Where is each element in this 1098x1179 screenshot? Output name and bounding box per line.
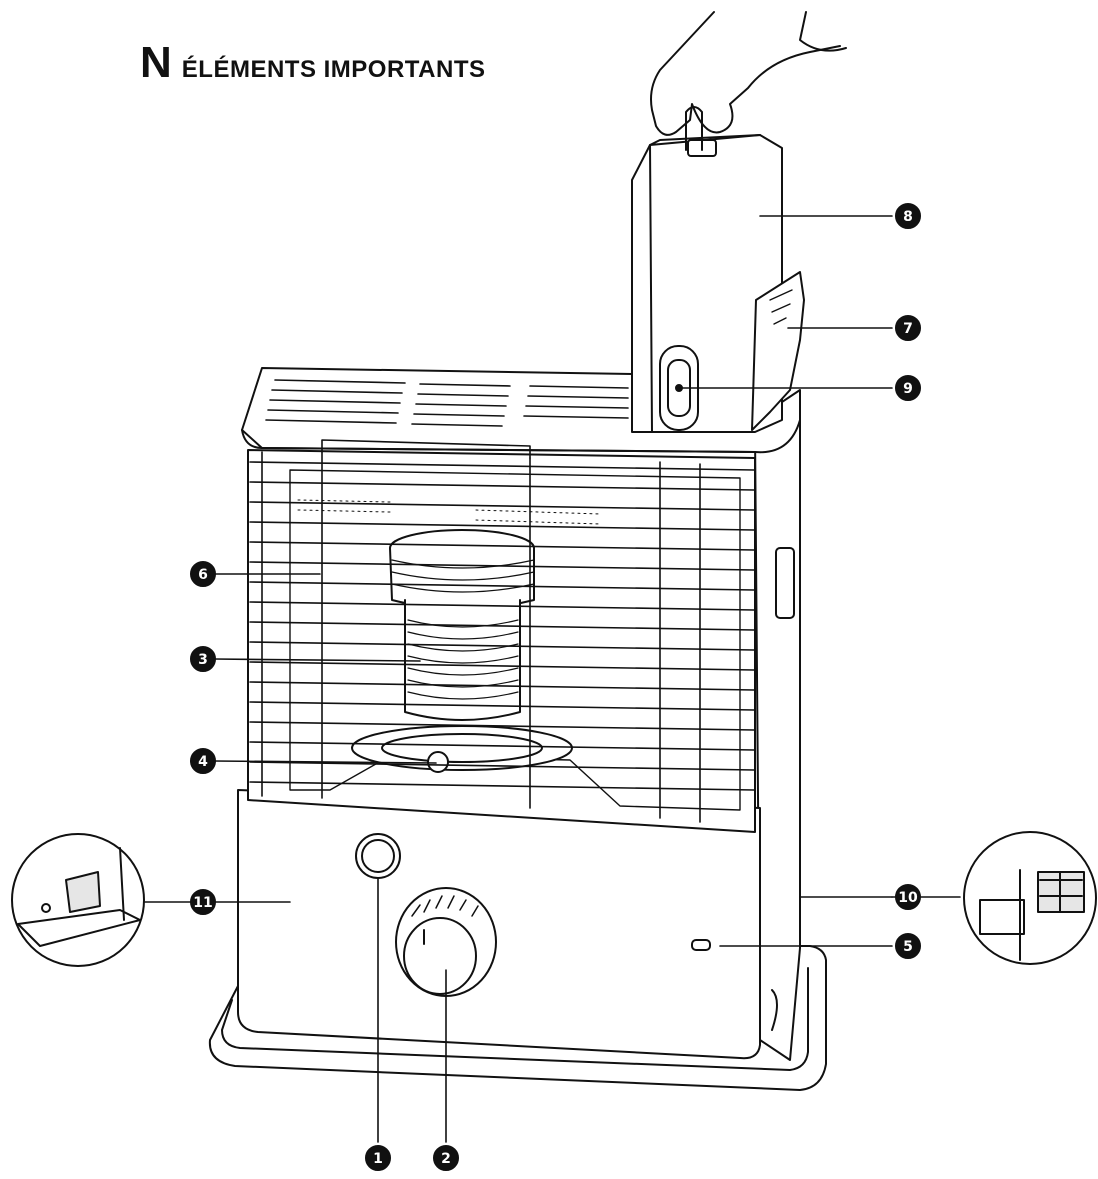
leader-lines — [141, 215, 961, 1143]
callout-5: 5 — [895, 933, 921, 959]
callout-number: 4 — [198, 754, 208, 770]
callout-number: 8 — [903, 209, 913, 225]
callout-6: 6 — [190, 561, 216, 587]
callout-8: 8 — [895, 203, 921, 229]
callout-4: 4 — [190, 748, 216, 774]
callout-badge — [895, 203, 921, 229]
inset-left — [11, 833, 145, 967]
callout-badge — [190, 889, 216, 915]
callout-badge — [190, 646, 216, 672]
grille-wires — [249, 439, 755, 823]
side-panel — [754, 419, 801, 1061]
inset-right — [963, 831, 1097, 965]
hand-fingers — [799, 11, 847, 52]
callout-number: 5 — [903, 939, 913, 955]
callout-badge — [190, 561, 216, 587]
callout-7: 7 — [895, 315, 921, 341]
callout-10: 10 — [895, 884, 921, 910]
top-vents — [265, 379, 629, 427]
callout-badge — [365, 1145, 391, 1171]
chamber — [289, 469, 741, 811]
callout-1: 1 — [365, 1145, 391, 1171]
side-handle — [775, 547, 795, 619]
callout-badge — [895, 315, 921, 341]
callout-3: 3 — [190, 646, 216, 672]
lower-cabinet — [237, 789, 761, 1060]
callout-number: 9 — [903, 381, 913, 397]
callout-number: 10 — [898, 890, 918, 906]
callout-number: 2 — [441, 1151, 451, 1167]
callout-badge — [895, 933, 921, 959]
callouts: 1 2 3 4 5 6 7 8 9 10 11 — [190, 203, 921, 1171]
callout-11: 11 — [190, 889, 216, 915]
callout-9: 9 — [895, 375, 921, 401]
page-title: N ÉLÉMENTS IMPORTANTS — [140, 38, 486, 88]
callout-badge — [895, 884, 921, 910]
section-title: ÉLÉMENTS IMPORTANTS — [181, 56, 486, 83]
callout-number: 1 — [373, 1151, 383, 1167]
fuel-card-marks — [769, 289, 793, 325]
side-detail — [771, 989, 778, 1031]
callout-number: 3 — [198, 652, 208, 668]
fuel-card — [751, 271, 805, 431]
control-dial — [395, 887, 497, 997]
callout-badge — [433, 1145, 459, 1171]
wick-adjuster-knob — [427, 751, 449, 773]
fuel-gauge — [691, 939, 711, 951]
fuel-tank — [631, 134, 783, 433]
ignition-button — [355, 833, 401, 879]
callout-number: 6 — [198, 567, 208, 583]
burner-cylinder — [351, 529, 573, 773]
callout-badge — [895, 375, 921, 401]
top-lid-rim — [241, 429, 756, 453]
base-tray-inner — [221, 967, 809, 1071]
tank-handle — [685, 106, 703, 151]
callout-number: 7 — [903, 321, 913, 337]
callout-number: 11 — [193, 895, 212, 911]
callout-badge — [190, 748, 216, 774]
hand — [650, 11, 841, 136]
callout-2: 2 — [433, 1145, 459, 1171]
section-letter: N — [140, 38, 172, 87]
